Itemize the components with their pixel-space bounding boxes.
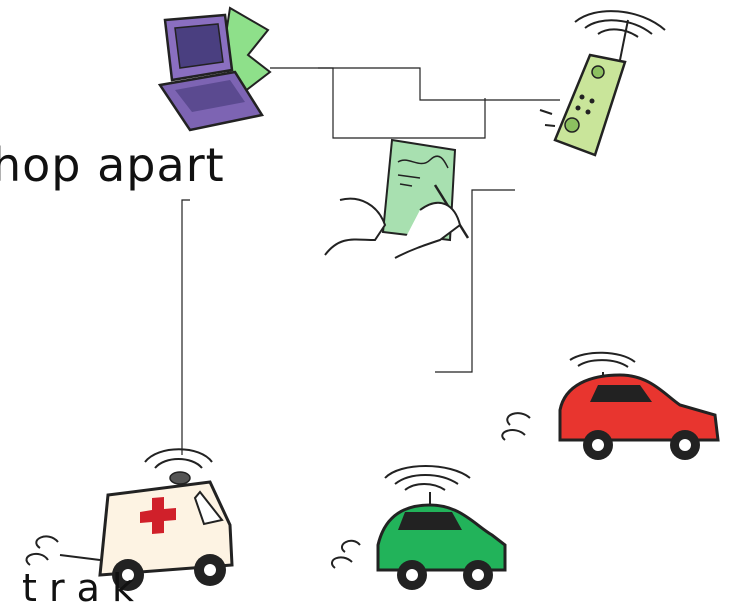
cell-phone-icon (539, 10, 666, 157)
link-laptop-tablet (318, 67, 486, 139)
ambulance-icon (25, 448, 234, 591)
laptop-icon (157, 6, 272, 132)
bottom-label: t r a k (22, 566, 135, 610)
connection-lines (181, 67, 560, 455)
hop-apart-label: hop apart (0, 138, 225, 192)
diagram-svg (25, 6, 720, 591)
network-diagram: hop apart t r a k (0, 6, 720, 610)
link-ambulance (181, 199, 190, 455)
link-tablet-redcar (435, 189, 515, 373)
green-car-icon (331, 465, 507, 590)
pen-tablet-icon (324, 138, 470, 259)
red-car-icon (501, 351, 720, 460)
link-laptop-phone (270, 67, 560, 101)
